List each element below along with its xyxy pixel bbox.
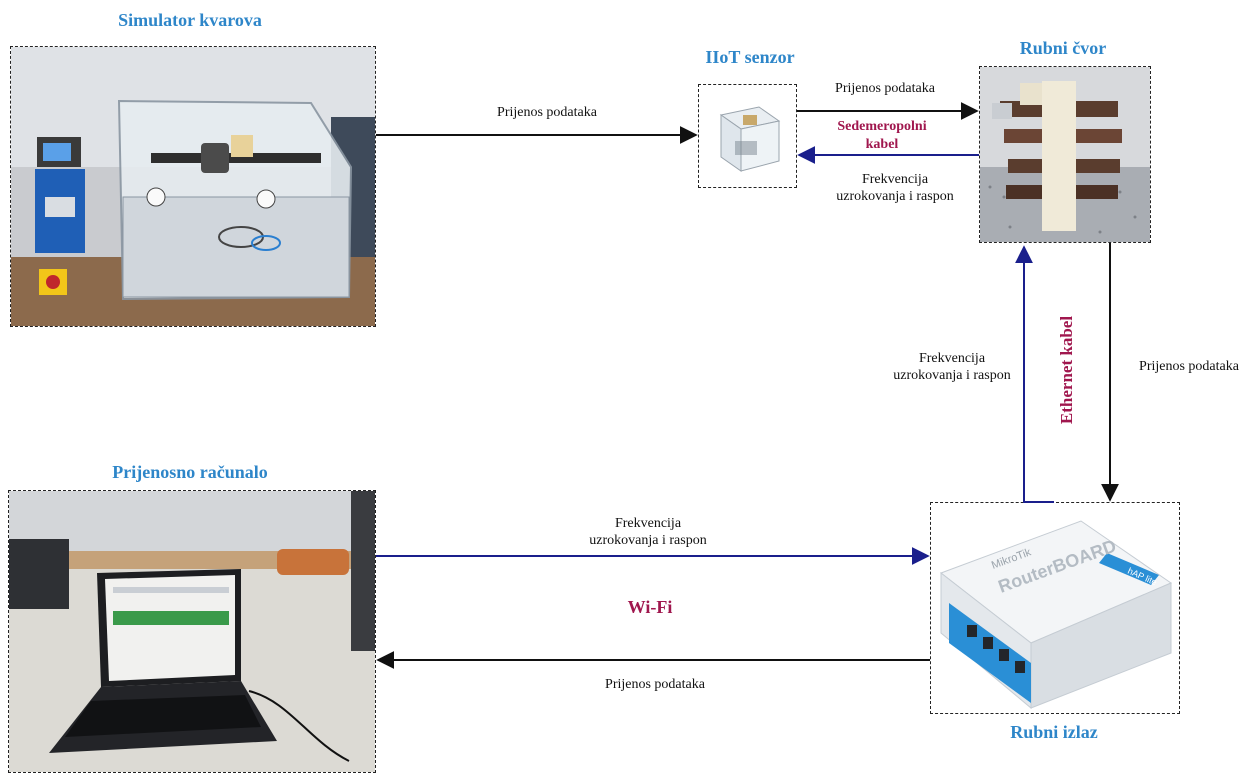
label-laptop-to-gateway-line1: Frekvencija [614, 516, 682, 531]
sensor-title: IIoT senzor [705, 47, 795, 67]
label-gateway-to-node-line2: uzrokovanja i raspon [893, 368, 1011, 383]
label-laptop-to-gateway-line2: uzrokovanja i raspon [589, 533, 707, 548]
laptop-title: Prijenosno računalo [112, 462, 268, 482]
router-image: hAP lite MikroTik RouterBOARD [930, 502, 1180, 714]
label-node-to-sensor-line1: Frekvencija [861, 172, 929, 187]
label-laptop-to-gateway: Frekvencija uzrokovanja i raspon [589, 515, 706, 549]
label-gateway-to-laptop: Prijenos podataka [605, 677, 705, 692]
label-ethernet: Ethernet kabel [1057, 315, 1076, 425]
label-sensor-cable-line2: kabel [865, 137, 899, 152]
simulator-title: Simulator kvarova [118, 10, 262, 30]
edge-gateway-title: Rubni izlaz [1010, 722, 1098, 742]
label-sensor-cable: Sedemeropolni kabel [837, 118, 926, 154]
label-sensor-cable-line1: Sedemeropolni [837, 119, 927, 134]
label-node-to-gateway: Prijenos podataka [1139, 359, 1239, 374]
iiot-sensor-image [698, 84, 797, 188]
label-node-to-sensor: Frekvencija uzrokovanja i raspon [836, 171, 953, 205]
label-node-to-sensor-line2: uzrokovanja i raspon [836, 189, 954, 204]
label-gateway-to-node-line1: Frekvencija [918, 351, 986, 366]
edge-node-title: Rubni čvor [1019, 38, 1107, 58]
fault-simulator-image [10, 46, 376, 327]
laptop-image [8, 490, 376, 773]
label-gateway-to-node: Frekvencija uzrokovanja i raspon [893, 350, 1010, 384]
label-sim-to-sensor: Prijenos podataka [497, 105, 597, 120]
label-wifi: Wi-Fi [627, 597, 673, 617]
label-sensor-to-node: Prijenos podataka [835, 81, 935, 96]
edge-node-image [979, 66, 1151, 243]
arrow-gateway-to-node [1015, 245, 1054, 503]
